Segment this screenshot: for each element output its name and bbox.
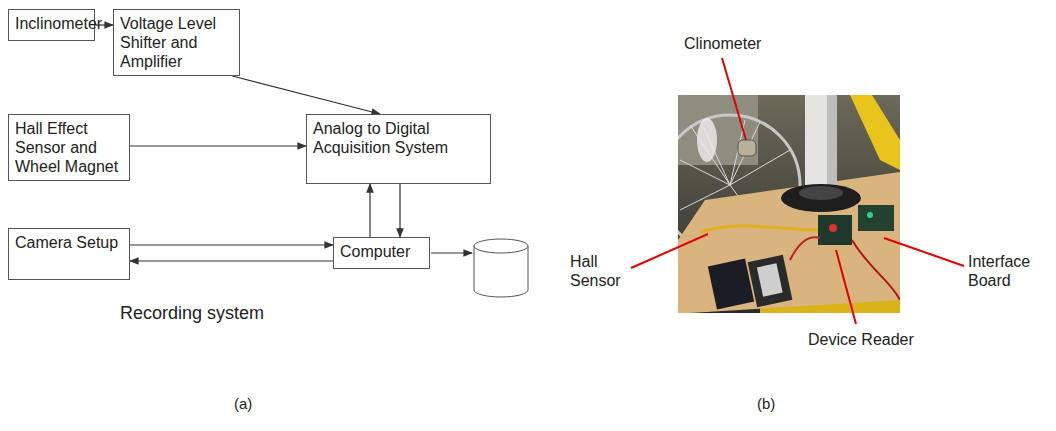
process-box: Camera Setup bbox=[8, 228, 130, 280]
box-label: Analog to Digital Acquisition System bbox=[313, 119, 484, 157]
part-label: Device Reader bbox=[808, 330, 938, 349]
part-label: Interface Board bbox=[968, 252, 1048, 290]
process-box: Analog to Digital Acquisition System bbox=[306, 114, 491, 184]
signal-arrow bbox=[95, 24, 113, 25]
box-label: Camera Setup bbox=[15, 233, 123, 252]
box-label: Inclinometer bbox=[15, 14, 88, 33]
signal-arrow bbox=[130, 244, 333, 245]
process-box: Inclinometer bbox=[8, 9, 95, 41]
box-label: Computer bbox=[340, 242, 423, 261]
storage-arrow bbox=[431, 252, 472, 253]
signal-arrow bbox=[399, 184, 400, 237]
panel-label: (b) bbox=[757, 394, 797, 413]
panel-label: (a) bbox=[234, 394, 274, 413]
box-label: Hall Effect Sensor and Wheel Magnet bbox=[15, 119, 123, 176]
process-box: Voltage Level Shifter and Amplifier bbox=[113, 9, 240, 76]
signal-arrow bbox=[130, 145, 306, 146]
part-label: Clinometer bbox=[684, 34, 794, 53]
box-label: Voltage Level Shifter and Amplifier bbox=[120, 14, 233, 71]
diagram-caption: Recording system bbox=[120, 304, 320, 323]
leader-lines bbox=[631, 58, 964, 324]
bicycle-photo bbox=[678, 95, 900, 313]
process-box: Hall Effect Sensor and Wheel Magnet bbox=[8, 114, 130, 181]
signal-arrow bbox=[232, 76, 380, 114]
signal-arrow bbox=[130, 260, 333, 261]
signal-arrow bbox=[369, 184, 370, 237]
database-cylinder bbox=[474, 239, 528, 297]
part-label: Hall Sensor bbox=[570, 252, 630, 290]
process-box: Computer bbox=[333, 237, 430, 269]
